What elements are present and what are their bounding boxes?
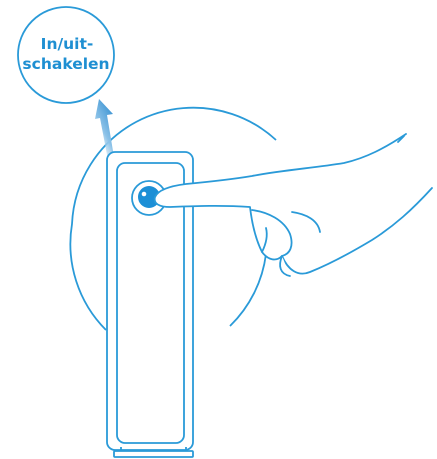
callout-label-line1: In/uit- bbox=[41, 35, 94, 53]
device-stand bbox=[113, 450, 194, 458]
arrow-up-left-icon bbox=[95, 99, 114, 160]
callout-label-line2: schakelen bbox=[22, 55, 109, 73]
device-inner-panel bbox=[116, 162, 185, 444]
callout-bubble-icon: In/uit- schakelen bbox=[17, 6, 115, 104]
callout-circle bbox=[17, 6, 115, 104]
pointing-hand-icon bbox=[153, 133, 433, 277]
drive-enclosure-icon bbox=[106, 151, 194, 458]
